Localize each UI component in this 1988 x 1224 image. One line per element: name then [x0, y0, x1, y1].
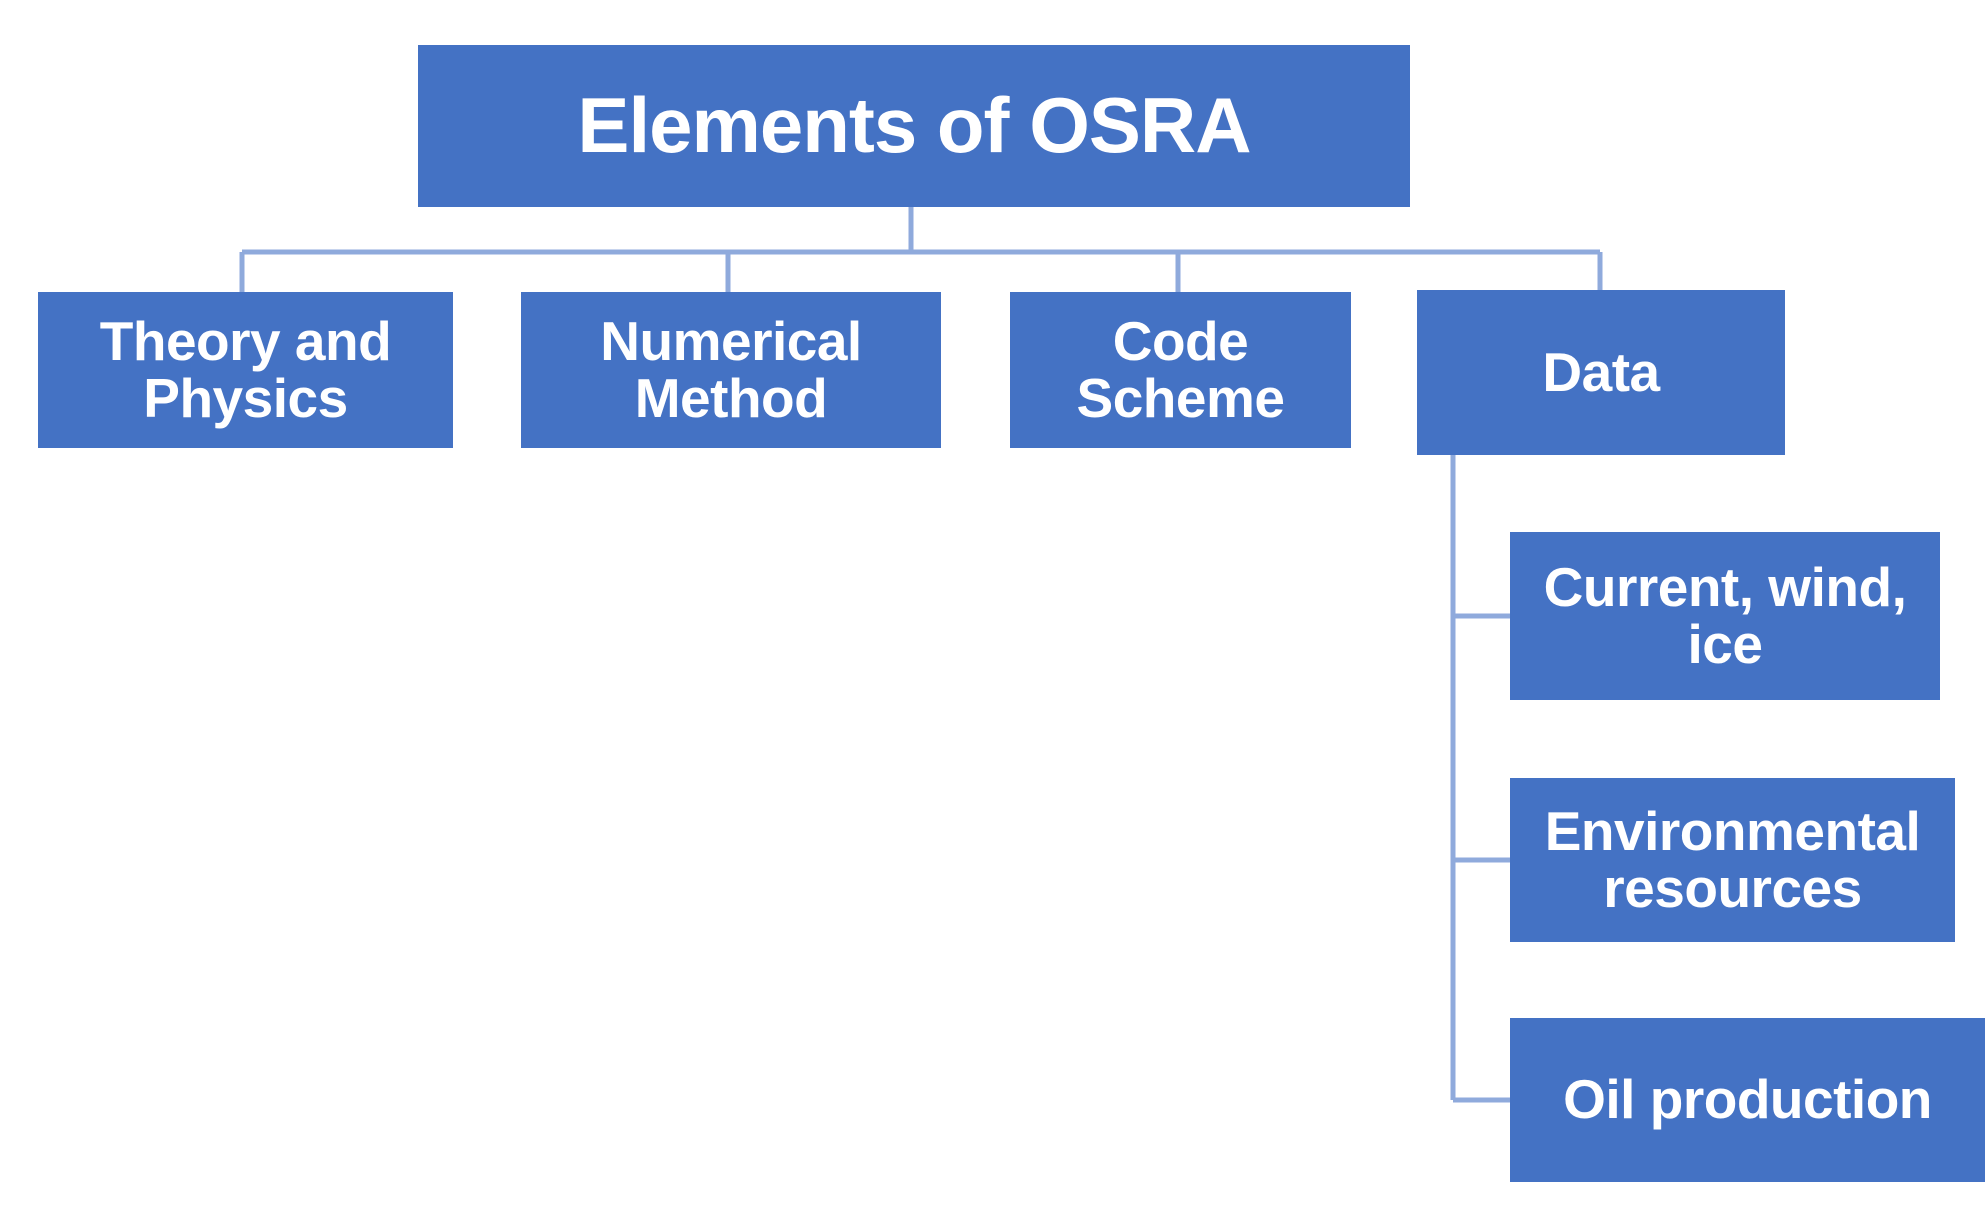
node-elements-of-osra[interactable]: Elements of OSRA: [418, 45, 1410, 207]
node-theory-and-physics[interactable]: Theory and Physics: [38, 292, 453, 448]
node-oil-production[interactable]: Oil production: [1510, 1018, 1985, 1182]
node-code-scheme[interactable]: Code Scheme: [1010, 292, 1351, 448]
node-current-wind-ice[interactable]: Current, wind, ice: [1510, 532, 1940, 700]
node-environmental-resources[interactable]: Environmental resources: [1510, 778, 1955, 942]
node-data[interactable]: Data: [1417, 290, 1785, 455]
node-numerical-method[interactable]: Numerical Method: [521, 292, 941, 448]
